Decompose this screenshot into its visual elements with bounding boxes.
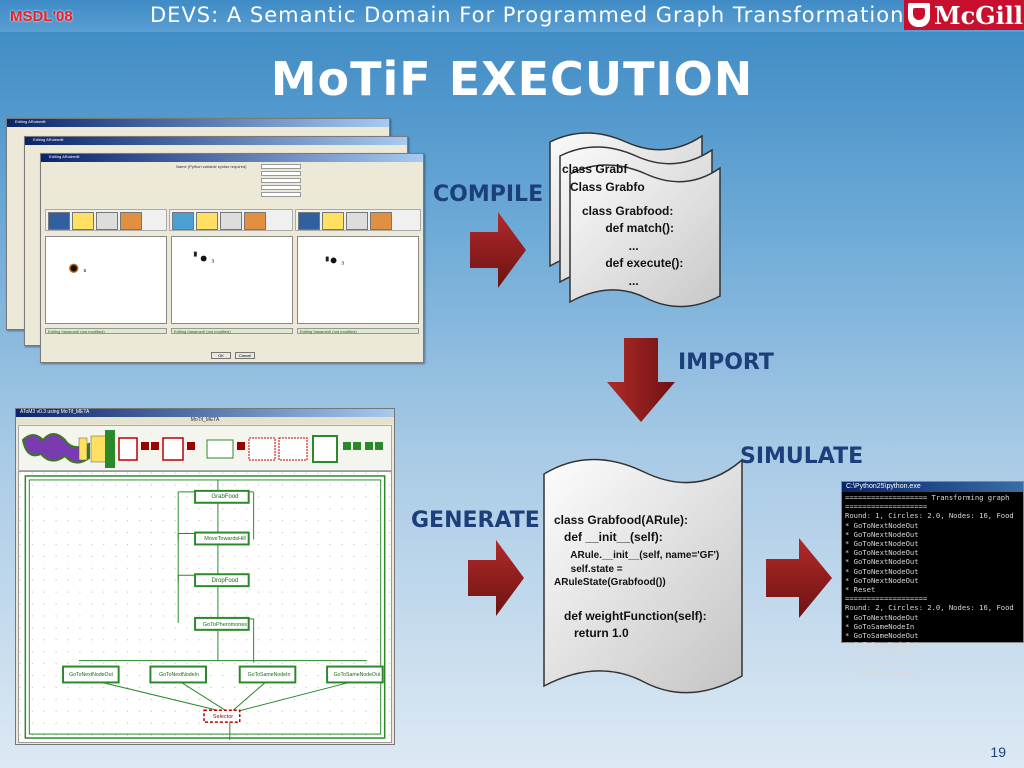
gen-line6: def weightFunction(self): xyxy=(554,609,707,623)
compiled-doc-back1-text: class Grabf xyxy=(562,162,628,176)
node-gotosamenodeout[interactable]: GoToSameNodeOut xyxy=(333,672,381,678)
import-arrow xyxy=(607,338,675,422)
console-titlebar: C:\Python25\python.exe xyxy=(842,482,1023,492)
panel-toolbar-rhs xyxy=(169,209,293,231)
grabnode-button-2[interactable] xyxy=(220,212,242,230)
node-gotosamenodein[interactable]: GoToSameNodeIn xyxy=(247,672,291,678)
atom3-toolbar xyxy=(18,425,392,471)
help-icon[interactable] xyxy=(72,212,94,230)
mainant-button[interactable] xyxy=(120,212,142,230)
nac-canvas[interactable]: 3 xyxy=(171,236,293,324)
svg-text:3: 3 xyxy=(341,260,344,266)
ok-button[interactable]: OK xyxy=(211,352,231,359)
rhs-icon[interactable] xyxy=(298,212,320,230)
console-line: * GoToNextNodeOut xyxy=(845,539,919,549)
lhs-canvas[interactable]: 5 xyxy=(45,236,167,324)
compiled-documents: class Grabf Class Grabfo class Grabfood:… xyxy=(546,130,722,316)
console-line: =================== xyxy=(845,594,928,604)
editor-window-front[interactable]: Editing ARuleedit Name (Python variable … xyxy=(40,153,424,363)
atom3-window[interactable]: AToM3 v0.3 using MoTif_META MoTif_META xyxy=(15,408,395,745)
gen-line4: self.state = xyxy=(554,564,623,575)
rhs-canvas[interactable]: 3 xyxy=(297,236,419,324)
atom3-canvas[interactable]: GrabFood MoveTowardsHill DropFood GoToPh… xyxy=(18,471,392,743)
grabnode-button-3[interactable] xyxy=(346,212,368,230)
node-dropfood[interactable]: DropFood xyxy=(211,578,239,584)
gen-line7: return 1.0 xyxy=(554,626,629,640)
console-line: * GoToSameNodeOut xyxy=(845,667,919,677)
console-line: Round: 2, Circles: 2.0, Nodes: 16, Food xyxy=(845,603,1014,613)
svg-text:3: 3 xyxy=(211,258,214,264)
node-movetowardshill[interactable]: MoveTowardsHill xyxy=(204,536,246,542)
console-line: * GoToNextNodeOut xyxy=(845,612,919,622)
console-line: * Reset xyxy=(845,585,876,595)
svg-text:5: 5 xyxy=(84,268,87,274)
node-gotonextnodein[interactable]: GoToNextNodeIn xyxy=(159,672,199,678)
help-icon-2[interactable] xyxy=(196,212,218,230)
node-grabfood[interactable]: GrabFood xyxy=(211,494,239,500)
mcgill-logo: McGill xyxy=(904,0,1024,30)
grabnode-button[interactable] xyxy=(96,212,118,230)
console-line: * GoToSameNodeIn xyxy=(845,658,915,668)
status-lhs: Editing !Ianamed! (not modified) xyxy=(45,328,167,334)
console-line: * GoToNextNodeOut xyxy=(845,649,919,659)
compiled-doc-back2-text: Class Grabfo xyxy=(570,180,645,194)
nac-icon[interactable] xyxy=(172,212,194,230)
logo-text: McGill xyxy=(934,0,1024,30)
panel-toolbar-lhs xyxy=(45,209,167,231)
presentation-subtitle: DEVS: A Semantic Domain For Programmed G… xyxy=(150,3,905,27)
console-line: * GoToNextNodeOut xyxy=(845,566,919,576)
console-line: Round: 1, Circles: 2.0, Nodes: 16, Food xyxy=(845,511,1014,521)
atom3-tab[interactable]: MoTif_META xyxy=(16,417,394,424)
compile-label: COMPILE xyxy=(433,182,544,207)
console-line: * GoToNextNodeOut xyxy=(845,557,919,567)
atom3-titlebar: AToM3 v0.3 using MoTif_META xyxy=(16,409,394,417)
console-line: * GoToSameNodeOut xyxy=(845,631,919,641)
generated-document: class Grabfood(ARule): def __init__(self… xyxy=(540,450,746,704)
python-console[interactable]: C:\Python25\python.exe =================… xyxy=(841,481,1024,677)
slide-title: MoTiF EXECUTION xyxy=(270,52,754,106)
console-line: * GoToSameNodeOut xyxy=(845,640,919,650)
order-field[interactable] xyxy=(261,171,301,176)
gen-line1: class Grabfood(ARule): xyxy=(554,513,689,527)
timedelay-field[interactable] xyxy=(261,178,301,183)
console-line: * GoToSameNodeIn xyxy=(845,621,915,631)
timeflag-field[interactable] xyxy=(261,192,301,197)
console-line: * GoToNextNodeOut xyxy=(845,575,919,585)
generate-label: GENERATE xyxy=(411,508,540,533)
cancel-button[interactable]: Cancel xyxy=(235,352,255,359)
status-nac: Editing !Ianamed! (not modified) xyxy=(171,328,293,334)
gen-line5: ARuleState(Grabfood()) xyxy=(554,577,666,588)
lhs-icon[interactable] xyxy=(48,212,70,230)
node-selector[interactable]: Selector xyxy=(212,714,234,720)
page-number: 19 xyxy=(990,744,1006,760)
panel-toolbar-3 xyxy=(295,209,421,231)
console-line: =================== xyxy=(845,502,928,512)
gen-line2: def __init__(self): xyxy=(554,530,663,544)
compile-arrow xyxy=(470,212,526,288)
compiled-doc-front-text: class Grabfood: def match(): ... def exe… xyxy=(582,204,684,288)
gen-line3: ARule.__init__(self, name='GF') xyxy=(554,550,720,561)
simulate-arrow xyxy=(766,538,832,618)
console-line: * GoToNextNodeOut xyxy=(845,520,919,530)
console-line: * GoToNextNodeOut xyxy=(845,529,919,539)
simulate-label: SIMULATE xyxy=(740,444,864,469)
status-rhs: Editing !Ianamed! (not modified) xyxy=(297,328,419,334)
console-line: * GoToNextNodeOut xyxy=(845,548,919,558)
node-gotopheromones[interactable]: GoToPheromones xyxy=(202,622,248,628)
shield-icon xyxy=(908,3,930,27)
import-label: IMPORT xyxy=(678,350,774,375)
conference-label: MSDL'08 xyxy=(10,8,73,25)
header-bar xyxy=(0,0,1024,32)
help-icon-3[interactable] xyxy=(322,212,344,230)
node-gotonextnodeout[interactable]: GoToNextNodeOut xyxy=(69,672,113,678)
console-output: =================== Transforming graph==… xyxy=(842,492,1023,678)
generate-arrow xyxy=(468,540,524,616)
console-line: =================== Transforming graph xyxy=(845,493,1010,502)
mainant-button-2[interactable] xyxy=(244,212,266,230)
name-field[interactable] xyxy=(261,164,301,169)
subtypes-field[interactable] xyxy=(261,185,301,190)
mainant-button-3[interactable] xyxy=(370,212,392,230)
